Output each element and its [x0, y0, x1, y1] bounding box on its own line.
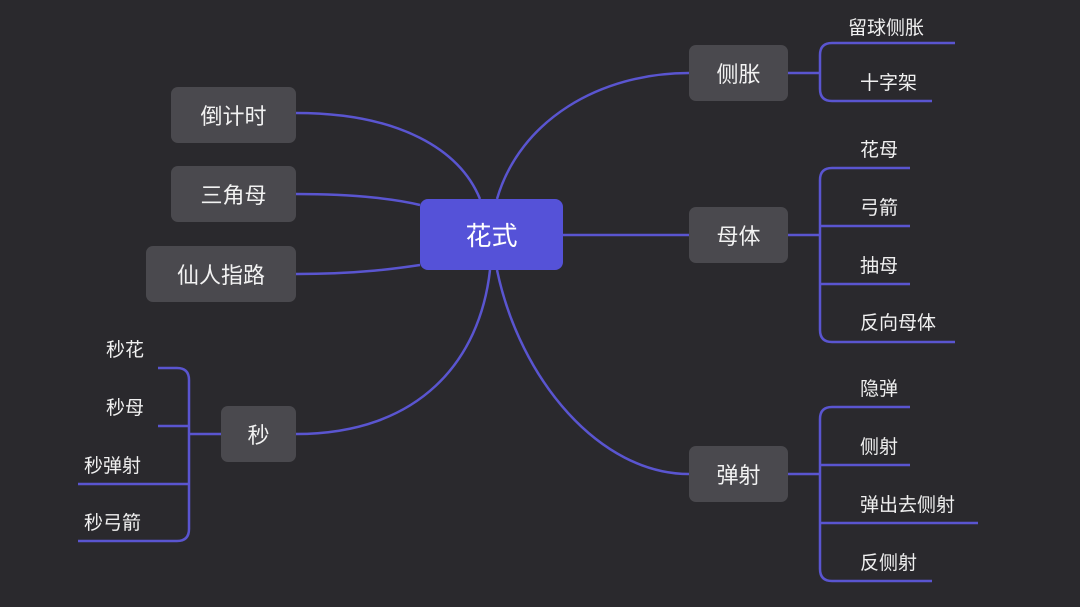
subtopic[interactable]: 侧射	[860, 436, 899, 458]
topic-tanshe[interactable]: 弹射	[689, 446, 788, 502]
topic-label: 母体	[716, 225, 761, 250]
bracket-tanshe	[788, 405, 978, 583]
bracket-muti	[788, 166, 955, 344]
subtopic[interactable]: 秒弹射	[84, 455, 142, 477]
topic-label: 弹射	[716, 464, 761, 489]
topic-label: 仙人指路	[176, 264, 265, 289]
edge-center-daojishi	[295, 111, 482, 200]
subtopic[interactable]: 秒弓箭	[84, 512, 142, 534]
central-topic-label: 花式	[465, 222, 518, 252]
edge-center-tanshe	[495, 269, 690, 476]
subtopic[interactable]: 十字架	[860, 72, 918, 94]
topic-label: 侧胀	[716, 63, 761, 88]
subtopic[interactable]: 隐弹	[860, 378, 899, 400]
topic-miao[interactable]: 秒	[221, 406, 296, 462]
topic-muti[interactable]: 母体	[689, 207, 788, 263]
subtopic[interactable]: 反向母体	[860, 312, 937, 334]
topic-label: 秒	[247, 424, 270, 449]
topic-label: 倒计时	[200, 105, 267, 130]
subtopic[interactable]: 花母	[860, 139, 899, 161]
topic-cezhang[interactable]: 侧胀	[689, 45, 788, 101]
edge-center-miao	[295, 269, 492, 436]
bracket-cezhang	[788, 41, 955, 103]
topic-sanjiaomu[interactable]: 三角母	[171, 166, 296, 222]
subtopic[interactable]: 留球侧胀	[848, 17, 925, 39]
edge-center-cezhang	[495, 71, 690, 200]
subtopic[interactable]: 抽母	[860, 255, 899, 277]
central-topic[interactable]: 花式	[420, 199, 563, 270]
topic-label: 三角母	[200, 184, 267, 209]
subtopic[interactable]: 弓箭	[860, 197, 899, 219]
subtopic[interactable]: 反侧射	[860, 552, 918, 574]
edge-center-sanjiaomu	[295, 192, 421, 207]
topic-xianrenzhilu[interactable]: 仙人指路	[146, 246, 296, 302]
subtopic[interactable]: 秒母	[106, 397, 145, 419]
topic-daojishi[interactable]: 倒计时	[171, 87, 296, 143]
subtopic[interactable]: 弹出去侧射	[860, 494, 956, 516]
bracket-miao	[78, 366, 221, 543]
edge-center-xianren	[295, 263, 421, 276]
subtopic[interactable]: 秒花	[106, 339, 145, 361]
